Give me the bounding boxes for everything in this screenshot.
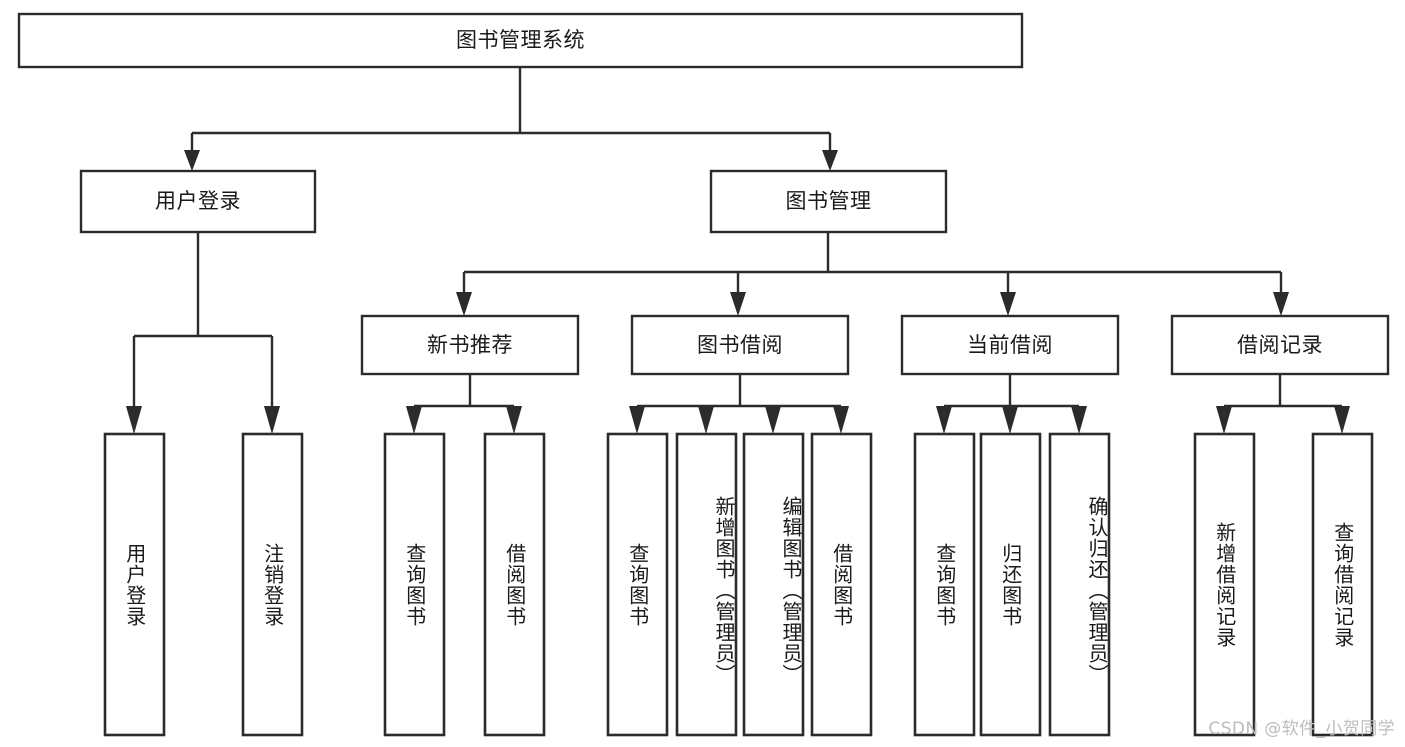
node-borrow-record-box[interactable] bbox=[1170, 314, 1390, 376]
arrow-head-currentborrow-leaf2 bbox=[1002, 406, 1018, 434]
node-root-box[interactable] bbox=[17, 12, 1024, 69]
arrow-head-user-login bbox=[184, 150, 200, 171]
arrow-head-currentborrow-leaf1 bbox=[936, 406, 952, 434]
leaf-box-record-query[interactable] bbox=[1311, 432, 1374, 737]
leaf-box-user-login[interactable] bbox=[103, 432, 166, 737]
arrow-head-leaf-logout bbox=[264, 406, 280, 434]
leaf-box-currentborrow-return[interactable] bbox=[979, 432, 1042, 737]
node-book-mgmt-box[interactable] bbox=[709, 169, 948, 234]
arrow-head-current-borrow bbox=[1000, 292, 1016, 316]
arrow-head-borrowrecord-leaf2 bbox=[1334, 406, 1350, 434]
leaf-box-currentborrow-confirm[interactable] bbox=[1048, 432, 1111, 737]
node-current-borrow-box[interactable] bbox=[900, 314, 1120, 376]
arrow-head-book-borrow bbox=[730, 292, 746, 316]
leaf-box-newbook-query[interactable] bbox=[383, 432, 446, 737]
leaf-box-logout[interactable] bbox=[241, 432, 304, 737]
arrow-head-newbook-leaf2 bbox=[506, 406, 522, 434]
arrow-head-bookborrow-leaf3 bbox=[765, 406, 781, 434]
arrow-head-new-book bbox=[456, 292, 472, 316]
arrow-head-bookborrow-leaf1 bbox=[629, 406, 645, 434]
leaf-box-bookborrow-borrow[interactable] bbox=[810, 432, 873, 737]
leaf-box-record-add[interactable] bbox=[1193, 432, 1256, 737]
node-user-login-box[interactable] bbox=[79, 169, 317, 234]
leaf-box-bookborrow-query[interactable] bbox=[606, 432, 669, 737]
arrow-head-borrow-record bbox=[1273, 292, 1289, 316]
leaf-box-bookborrow-edit[interactable] bbox=[742, 432, 805, 737]
arrow-head-newbook-leaf1 bbox=[406, 406, 422, 434]
arrow-head-book-mgmt bbox=[822, 150, 838, 171]
arrow-head-leaf-user-login bbox=[126, 406, 142, 434]
arrow-head-borrowrecord-leaf1 bbox=[1216, 406, 1232, 434]
node-new-book-box[interactable] bbox=[360, 314, 580, 376]
leaf-box-newbook-borrow[interactable] bbox=[483, 432, 546, 737]
arrow-head-bookborrow-leaf4 bbox=[833, 406, 849, 434]
arrow-head-currentborrow-leaf3 bbox=[1071, 406, 1087, 434]
arrow-head-bookborrow-leaf2 bbox=[698, 406, 714, 434]
leaf-box-currentborrow-query[interactable] bbox=[913, 432, 976, 737]
node-book-borrow-box[interactable] bbox=[630, 314, 850, 376]
leaf-box-bookborrow-add[interactable] bbox=[675, 432, 738, 737]
